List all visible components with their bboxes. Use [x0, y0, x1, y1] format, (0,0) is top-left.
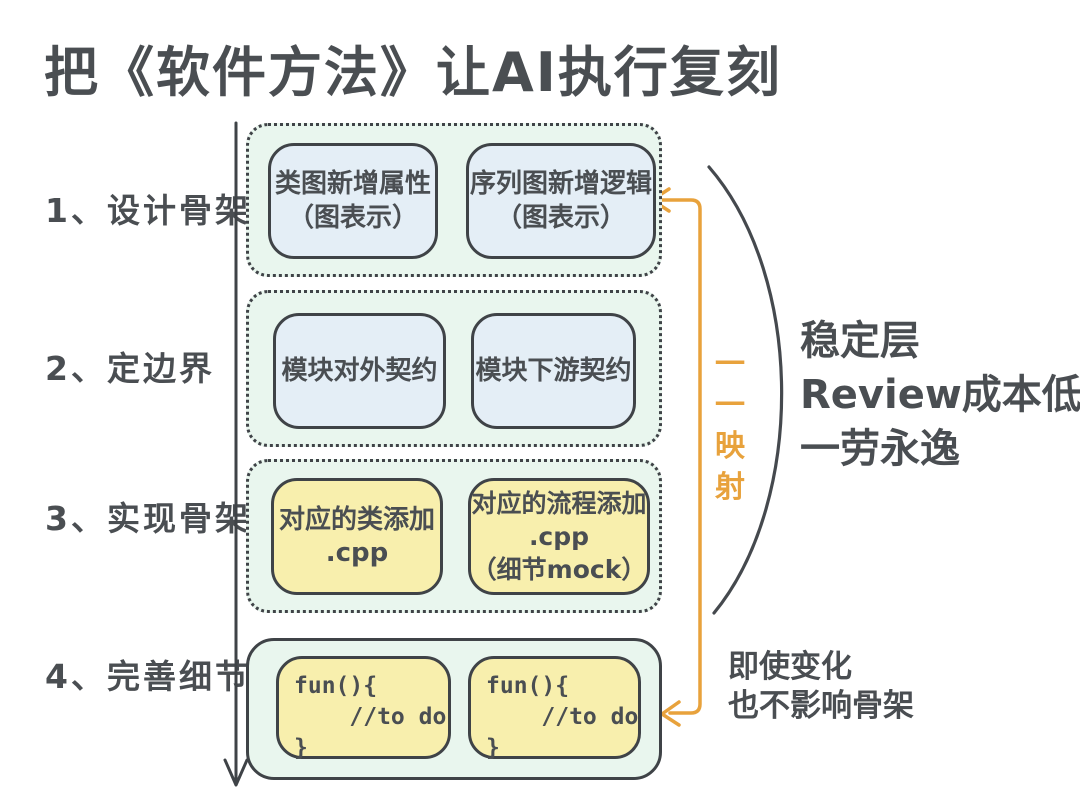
box-text-line: （细节mock） [471, 555, 647, 584]
box-sequence-diagram: 序列图新增逻辑 （图表示） [466, 143, 656, 259]
box-text-line: 对应的流程添加 [471, 489, 647, 518]
box-text-line: .cpp [528, 522, 590, 551]
timeline-arrowhead-down [223, 758, 249, 787]
diagram-title: 把《软件方法》让AI执行复刻 [44, 41, 782, 104]
step-label-3: 3、实现骨架 [45, 499, 251, 538]
box-code-right: fun(){ //to do } [468, 656, 641, 761]
change-impact-note: 即使变化 也不影响骨架 [728, 648, 914, 726]
box-flow-cpp: 对应的流程添加 .cpp （细节mock） [468, 478, 650, 595]
step-2-container: 模块对外契约 模块下游契约 [246, 290, 662, 447]
box-code-left: fun(){ //to do } [276, 656, 451, 761]
box-text-line: 模块下游契约 [475, 356, 632, 386]
mapping-label: 一一映射 [715, 347, 745, 505]
change-note-line: 即使变化 [728, 649, 852, 685]
box-text-line: .cpp [325, 537, 389, 568]
step-label-4: 4、完善细节 [45, 657, 251, 696]
box-text-line: （图表示） [287, 203, 418, 233]
box-text-line: 对应的类添加 [278, 504, 435, 535]
step-label-2: 2、定边界 [45, 349, 215, 388]
stable-layer-note: 稳定层 Review成本低 一劳永逸 [800, 314, 1080, 476]
box-text-line: 类图新增属性 [274, 169, 431, 199]
box-class-diagram: 类图新增属性 （图表示） [268, 143, 438, 259]
box-text-line: 序列图新增逻辑 [469, 169, 652, 199]
box-text-line: （图表示） [495, 203, 626, 233]
mapping-arrow-line [655, 198, 702, 715]
box-downstream-contract: 模块下游契约 [471, 313, 636, 429]
stable-note-line: 一劳永逸 [800, 426, 960, 472]
box-text-line: 模块对外契约 [281, 356, 438, 386]
mapping-arrowhead-bottom [660, 700, 681, 727]
step-4-container: fun(){ //to do } fun(){ //to do } [246, 638, 662, 780]
stable-note-line: 稳定层 [800, 318, 920, 364]
box-external-contract: 模块对外契约 [273, 313, 446, 429]
step-1-container: 类图新增属性 （图表示） 序列图新增逻辑 （图表示） [246, 123, 662, 277]
box-class-cpp: 对应的类添加 .cpp [271, 478, 443, 595]
stable-note-line: Review成本低 [800, 372, 1080, 418]
change-note-line: 也不影响骨架 [728, 688, 914, 724]
step-label-1: 1、设计骨架 [45, 191, 251, 230]
step-3-container: 对应的类添加 .cpp 对应的流程添加 .cpp （细节mock） [246, 459, 662, 613]
